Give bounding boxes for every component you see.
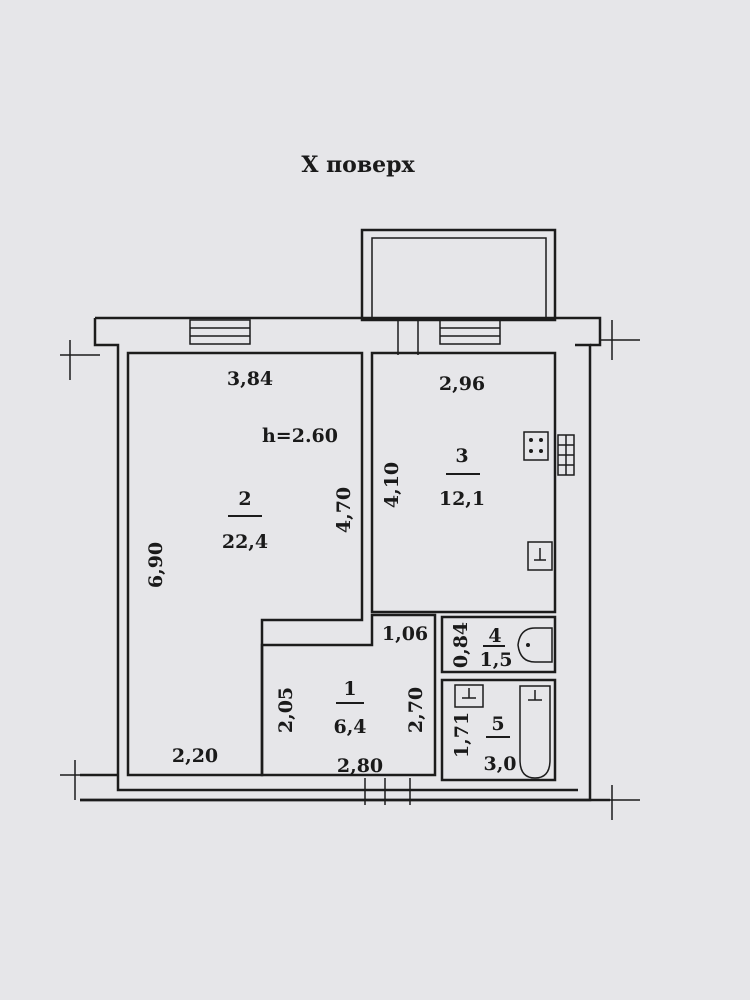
room4-height-dimension: 0,84 <box>450 622 472 668</box>
balcony-inner <box>371 237 547 319</box>
room-5 <box>440 678 557 782</box>
room-3 <box>370 351 557 614</box>
room-2 <box>126 351 364 777</box>
room4-number: 4 <box>488 625 501 647</box>
room2-number: 2 <box>238 488 251 510</box>
sink-icon <box>527 541 553 571</box>
ceiling-height: h=2.60 <box>262 425 338 447</box>
washbasin-icon <box>454 684 484 708</box>
window-room2 <box>189 319 251 345</box>
room2-right-dimension: 4,70 <box>333 487 355 533</box>
room5-area: 3,0 <box>483 753 516 775</box>
entrance-door <box>364 778 411 805</box>
room3-area: 12,1 <box>439 488 485 510</box>
balcony-door <box>397 320 419 355</box>
radiator-icon <box>557 434 575 476</box>
room2-top-dimension: 3,84 <box>227 368 273 390</box>
room1-top-dimension: 1,06 <box>382 623 428 645</box>
room2-area: 22,4 <box>222 531 268 553</box>
room4-area: 1,5 <box>479 649 512 671</box>
room5-height-dimension: 1,71 <box>451 712 473 758</box>
room5-number: 5 <box>491 713 504 735</box>
room-4 <box>440 615 557 674</box>
room1-area: 6,4 <box>333 716 366 738</box>
room2-bottom-dimension: 2,20 <box>172 745 218 767</box>
room-1 <box>260 613 437 777</box>
bathtub-icon <box>519 685 551 779</box>
room3-number: 3 <box>455 445 468 467</box>
outer-wall-corner <box>590 328 602 347</box>
room1-right-dimension: 2,70 <box>405 687 427 733</box>
room1-left-dimension: 2,05 <box>275 687 297 733</box>
window-room3 <box>439 319 501 345</box>
stove-icon <box>523 431 549 461</box>
floor-title: X поверх <box>301 152 415 178</box>
room3-top-dimension: 2,96 <box>439 373 485 395</box>
room2-left-dimension: 6,90 <box>145 542 167 588</box>
room3-left-dimension: 4,10 <box>381 462 403 508</box>
toilet-icon <box>517 627 553 663</box>
room1-bottom-dimension: 2,80 <box>337 755 383 777</box>
balcony <box>360 228 557 322</box>
room1-number: 1 <box>343 678 356 700</box>
